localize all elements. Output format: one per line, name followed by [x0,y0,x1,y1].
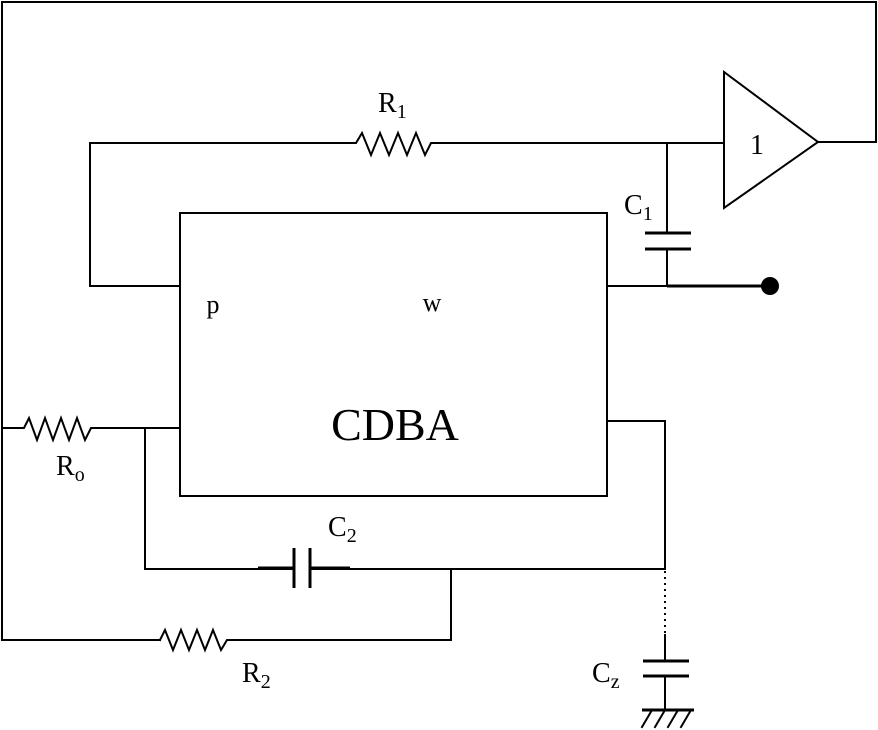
r2-right-wire [251,568,452,641]
r2-left-wire [1,427,161,641]
r1-resistor [327,130,466,158]
r1-label: R1 [378,88,407,123]
output-node-dot [761,277,779,295]
z-terminal-wire [606,420,666,570]
buffer-gain-label: 1 [750,130,764,161]
terminal-w-label: w [423,288,442,317]
outer-feedback-wire [1,1,877,429]
cdba-label: CDBA [331,399,459,450]
ro-resistor [1,415,121,443]
r1-left-wire [89,142,329,287]
c1-label: C1 [624,190,653,225]
ground-icon [640,708,694,729]
r2-label: R2 [242,658,271,693]
terminal-p-label: p [207,290,220,319]
cz-label: Cz [592,658,620,693]
cdba-block [179,212,608,497]
c2-label: C2 [328,512,357,547]
buffer-amplifier [723,70,820,210]
ro-label: Ro [56,451,85,486]
r2-resistor [158,627,253,653]
